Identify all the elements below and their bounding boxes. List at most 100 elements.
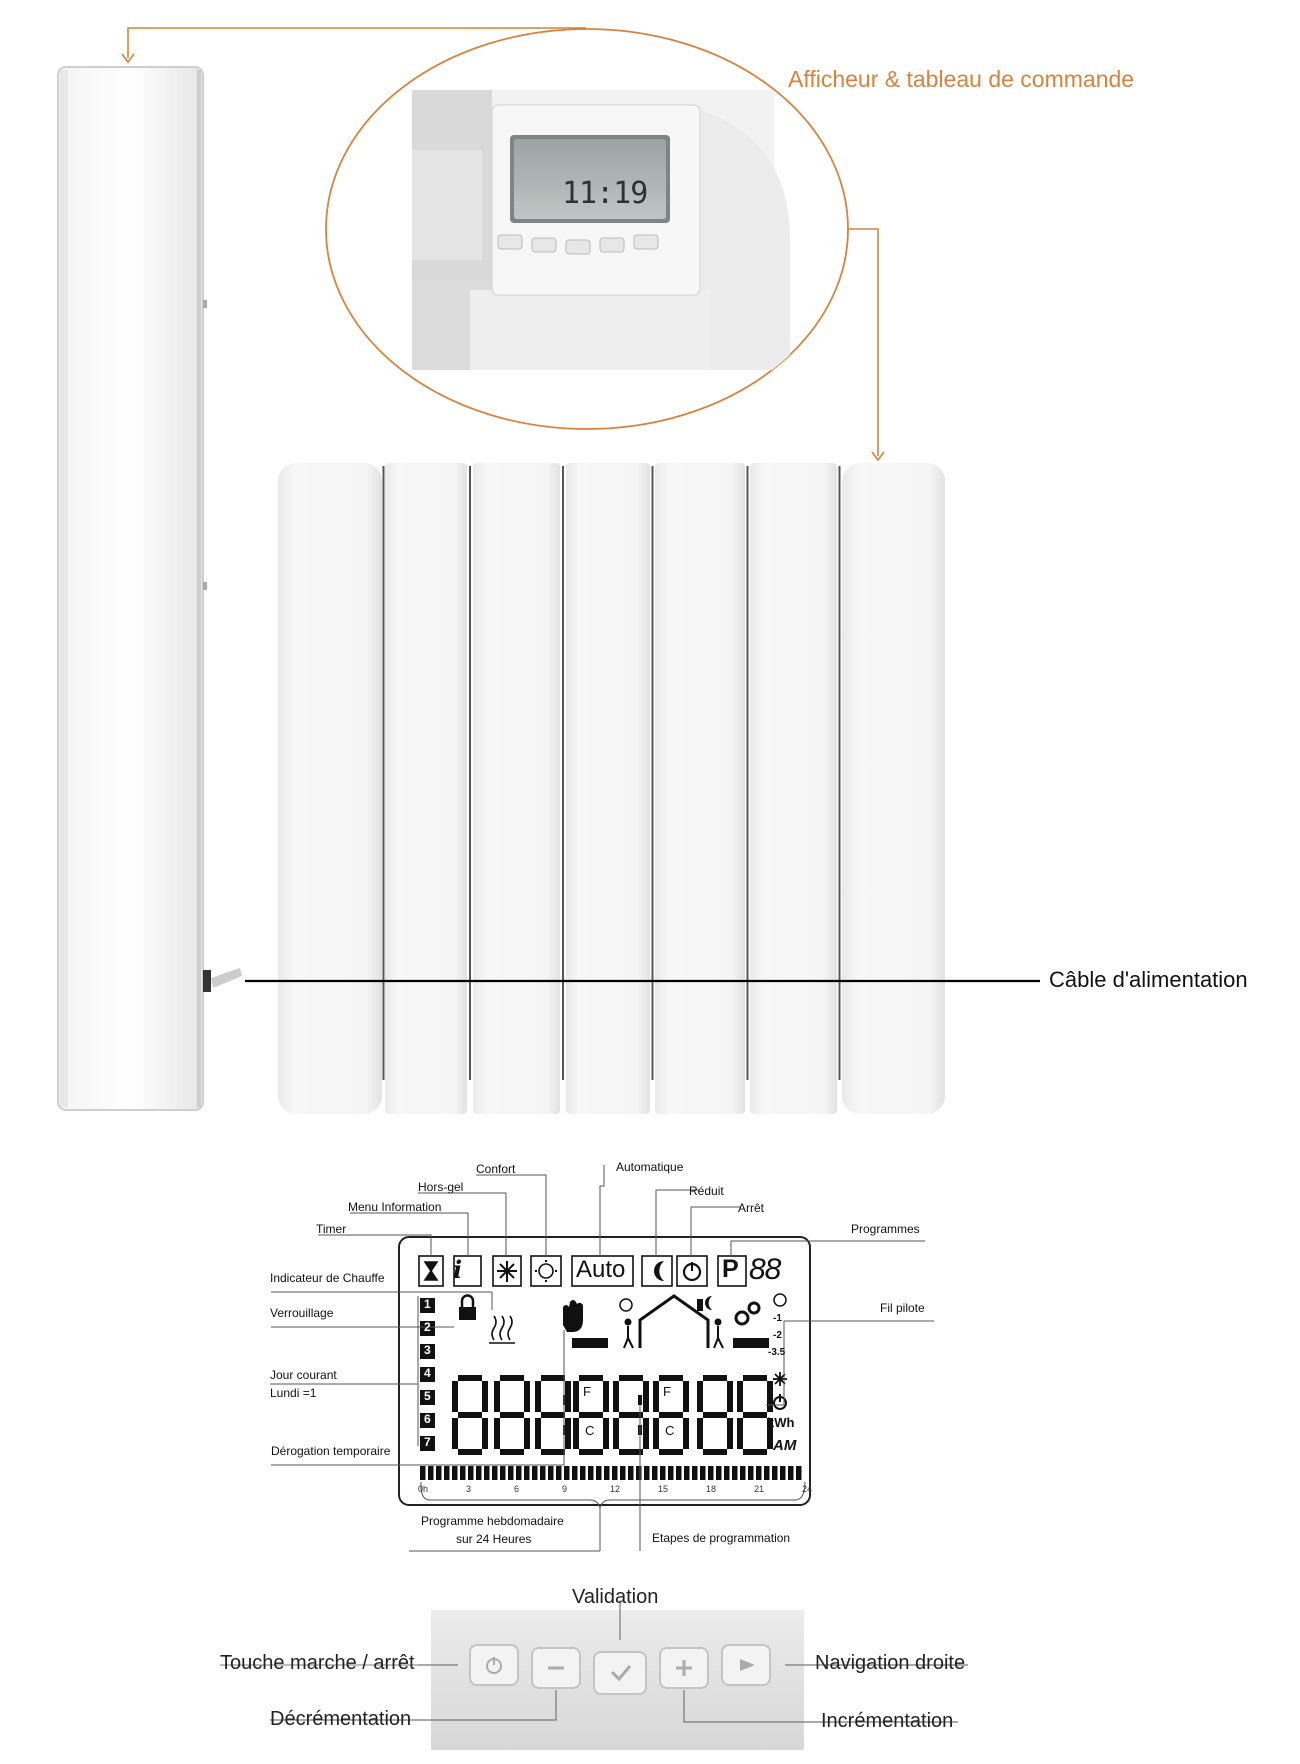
unit-c-2: C <box>665 1423 675 1438</box>
label-arret: Arrêt <box>738 1201 765 1215</box>
program-slot <box>468 1466 474 1480</box>
label-menu-information: Menu Information <box>348 1200 442 1214</box>
program-number: 88 <box>749 1253 781 1286</box>
pilot-level: -1 <box>773 1313 782 1324</box>
label-verrouillage: Verrouillage <box>270 1306 334 1320</box>
label-programme-hebdo-1: Programme hebdomadaire <box>421 1514 564 1528</box>
program-slot <box>588 1466 594 1480</box>
label-hors-gel: Hors-gel <box>418 1180 464 1194</box>
button-callout-lines <box>220 1600 968 1723</box>
program-slot <box>612 1466 618 1480</box>
label-programmes: Programmes <box>851 1222 920 1236</box>
program-slot <box>476 1466 482 1480</box>
validation-label: Validation <box>572 1586 659 1608</box>
hour-label: 0h <box>418 1484 429 1494</box>
hour-label: 3 <box>466 1484 472 1494</box>
program-slot <box>652 1466 658 1480</box>
am-indicator: AM <box>773 1437 797 1454</box>
program-slot <box>716 1466 722 1480</box>
seven-segment-digits <box>452 1375 773 1455</box>
program-slot <box>540 1466 546 1480</box>
label-programme-hebdo-2: sur 24 Heures <box>456 1532 532 1546</box>
program-slot <box>772 1466 778 1480</box>
label-fil-pilote: Fil pilote <box>880 1301 925 1315</box>
navigation-right-label: Navigation droite <box>815 1652 966 1674</box>
kwh-unit: kWh <box>767 1415 795 1430</box>
day-number: 1 <box>424 1297 431 1311</box>
label-lundi: Lundi =1 <box>270 1386 317 1400</box>
hour-label: 12 <box>610 1484 621 1494</box>
program-slot <box>436 1466 442 1480</box>
program-slot <box>516 1466 522 1480</box>
program-slot <box>692 1466 698 1480</box>
photo-buttons-row <box>497 234 659 255</box>
hour-label: 6 <box>514 1484 520 1494</box>
increment-label: Incrémentation <box>821 1710 954 1732</box>
program-slot <box>740 1466 746 1480</box>
day-number: 5 <box>424 1389 431 1403</box>
label-automatique: Automatique <box>616 1160 684 1174</box>
power-cable-label: Câble d'alimentation <box>1049 967 1248 992</box>
label-confort: Confort <box>476 1162 516 1176</box>
program-slot <box>580 1466 586 1480</box>
program-slot <box>420 1466 426 1480</box>
on-off-label: Touche marche / arrêt <box>220 1652 415 1674</box>
orange-connector <box>121 27 885 462</box>
radiator-side-view <box>57 66 242 1111</box>
program-slot <box>620 1466 626 1480</box>
program-slot <box>428 1466 434 1480</box>
hour-label: 9 <box>562 1484 568 1494</box>
program-slot <box>700 1466 706 1480</box>
program-slot <box>452 1466 458 1480</box>
program-slot <box>460 1466 466 1480</box>
pilot-level: -2 <box>773 1330 782 1341</box>
program-slot <box>604 1466 610 1480</box>
decrement-label: Décrémentation <box>270 1708 412 1730</box>
label-derogation: Dérogation temporaire <box>271 1444 391 1458</box>
unit-f-1: F <box>583 1384 591 1399</box>
hour-label: 24 <box>802 1484 813 1494</box>
label-etapes: Etapes de programmation <box>652 1531 791 1545</box>
day-number: 7 <box>424 1435 431 1449</box>
display-panel-label: Afficheur & tableau de commande <box>788 66 1135 92</box>
day-number: 3 <box>424 1343 431 1357</box>
label-jour-courant: Jour courant <box>270 1368 337 1382</box>
program-slot <box>724 1466 730 1480</box>
label-indicateur-chauffe: Indicateur de Chauffe <box>270 1271 385 1285</box>
unit-f-2: F <box>663 1384 671 1399</box>
buttons-panel <box>431 1610 804 1750</box>
program-slot <box>508 1466 514 1480</box>
day-number: 6 <box>424 1412 431 1426</box>
radiator-front-view <box>278 463 945 1114</box>
program-slot <box>628 1466 634 1480</box>
program-slot <box>564 1466 570 1480</box>
program-slot <box>444 1466 450 1480</box>
program-slot <box>644 1466 650 1480</box>
program-slot <box>780 1466 786 1480</box>
program-slot <box>796 1466 802 1480</box>
day-number: 4 <box>424 1366 431 1380</box>
program-slot <box>492 1466 498 1480</box>
program-icon: P <box>722 1255 739 1283</box>
program-slot <box>636 1466 642 1480</box>
program-bar <box>420 1466 802 1480</box>
auto-icon: Auto <box>576 1256 626 1283</box>
photo-screen-time: 11:19 <box>562 176 648 211</box>
program-slot <box>596 1466 602 1480</box>
label-timer: Timer <box>316 1222 347 1236</box>
program-slot <box>788 1466 794 1480</box>
program-slot <box>556 1466 562 1480</box>
program-slot <box>684 1466 690 1480</box>
program-slot <box>756 1466 762 1480</box>
control-panel-photo <box>412 90 790 370</box>
program-slot <box>500 1466 506 1480</box>
program-slot <box>748 1466 754 1480</box>
program-slot <box>548 1466 554 1480</box>
program-slot <box>732 1466 738 1480</box>
program-slot <box>524 1466 530 1480</box>
hour-label: 18 <box>706 1484 717 1494</box>
lcd-diagram <box>398 1236 811 1506</box>
program-slot <box>532 1466 538 1480</box>
program-slot <box>676 1466 682 1480</box>
